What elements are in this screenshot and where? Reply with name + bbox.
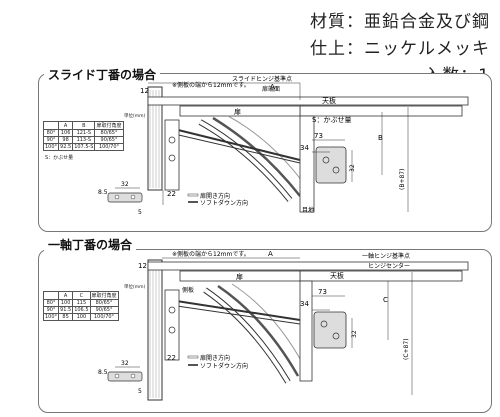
side-dim-5: 5: [138, 209, 142, 216]
num-22-label: 22: [167, 354, 176, 362]
stop-label: 目地: [302, 206, 314, 214]
dim-A-label: A: [270, 83, 275, 91]
dim-34-label: 34: [300, 300, 309, 308]
legend-open-text: 扉開き方向: [200, 192, 230, 200]
side-dim-85: 8.5: [98, 189, 108, 196]
table-cell: 100/70°: [89, 313, 119, 321]
top-board-label: 天板: [322, 96, 336, 105]
door-edge-label: 扉端面: [262, 85, 280, 93]
dim-32-label: 32: [351, 330, 358, 338]
side-board-note: ※側板の端から12mmです。: [172, 81, 250, 89]
dim-32-label: 32: [349, 164, 356, 172]
s-label: S：かぶせ量: [312, 116, 351, 124]
side-dim-85: 8.5: [98, 369, 108, 376]
door-label: 扉: [234, 107, 241, 116]
side-board-label: 側板: [182, 286, 194, 294]
side-dim-32: 32: [121, 360, 129, 367]
legend-soft-text: ソフトダウン方向: [200, 362, 248, 370]
table-cell: 100: [72, 313, 91, 321]
single-hinge-title: 一軸丁番の場合: [44, 236, 137, 253]
dim-12-label: 12: [140, 87, 149, 95]
slide-center-label: スライドヒンジ基準点: [232, 75, 292, 83]
side-dim-32: 32: [121, 181, 129, 188]
dim-73-label: 73: [314, 132, 323, 140]
table-cell: 107.5-S: [72, 143, 96, 151]
legend-open-text: 扉開き方向: [200, 354, 230, 362]
dim-12-label: 12: [138, 262, 147, 270]
table-unit: 単位(mm): [124, 285, 146, 290]
finish-spec: 仕上：ニッケルメッキ: [310, 39, 490, 59]
dim-CS-label: (C+87): [403, 338, 410, 360]
single-dimension-table: A C 扉取付角度 80° 100 115 80/65° 90° 91.5 10…: [42, 291, 119, 321]
side-board-note: ※側板の端から12mmです。: [172, 250, 250, 258]
dim-34-label: 34: [300, 144, 309, 152]
material-spec: 材質：亜鉛合金及び鋼: [310, 12, 490, 32]
single-center-label: 一軸ヒンジ基準点: [362, 252, 410, 260]
dim-73-label: 73: [318, 288, 327, 296]
table-cell: 100/70°: [94, 143, 124, 151]
table-note: S：かぶせ量: [45, 155, 74, 161]
legend-soft-text: ソフトダウン方向: [200, 199, 248, 207]
door-label: 扉: [236, 272, 243, 281]
top-board-label: 天板: [330, 271, 344, 280]
dim-B-label: B: [378, 134, 383, 142]
dim-C-label: C: [383, 296, 388, 304]
slide-hinge-title: スライド丁番の場合: [44, 66, 161, 83]
num-22-label: 22: [167, 190, 176, 198]
single-center-label-2: ヒンジセンター: [368, 262, 410, 270]
side-dim-5: 5: [138, 388, 142, 395]
table-unit: 単位(mm): [124, 114, 146, 119]
dim-BS-label: (B+87): [399, 169, 406, 190]
slide-dimension-table: A B 扉取付角度 80° 106 121-S 80/65° 90° 98 11…: [42, 121, 124, 151]
dim-A-label: A: [268, 250, 273, 258]
